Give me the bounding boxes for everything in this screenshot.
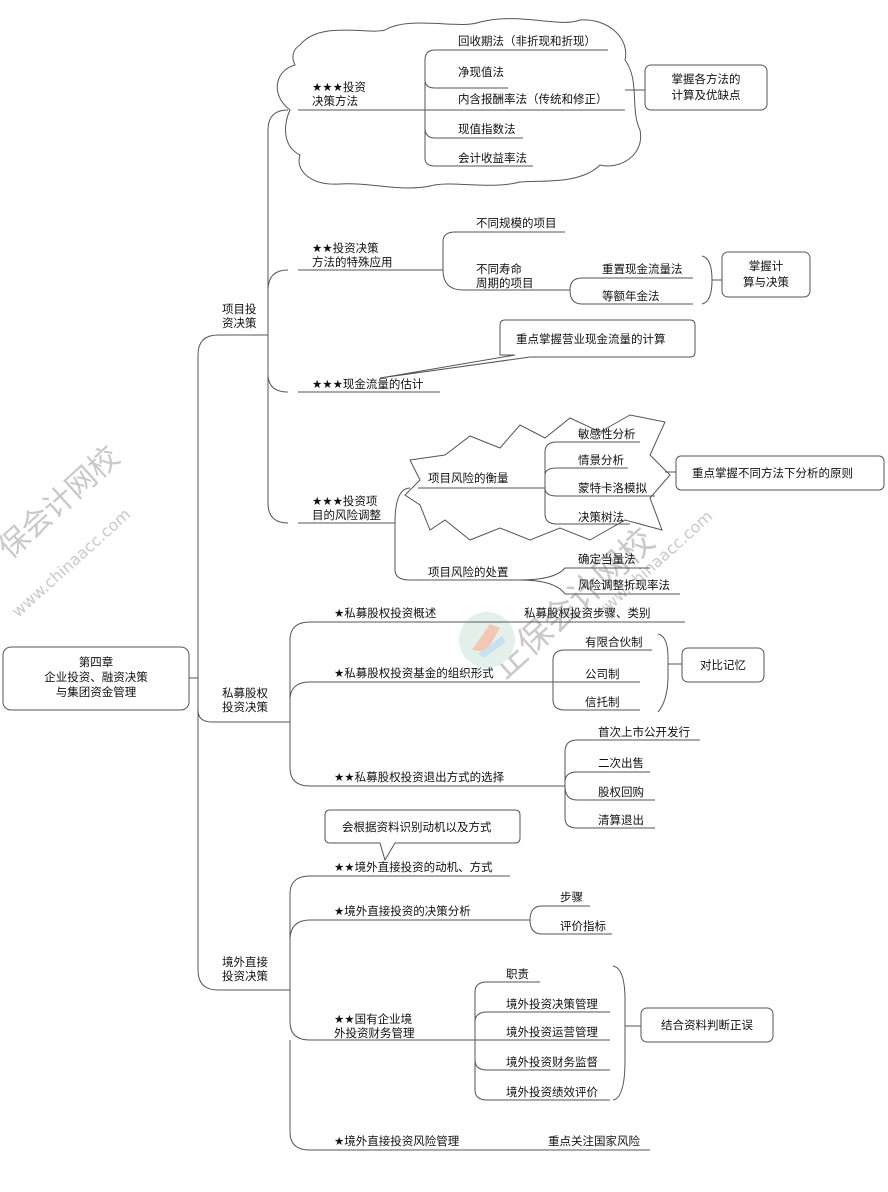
motive-callout — [324, 809, 521, 862]
special-label: ★★投资决策 — [312, 241, 379, 255]
decision-note-box — [644, 64, 768, 111]
method-pi: 现值指数法 — [458, 122, 516, 136]
method-payback: 回收期法（非折现和折现） — [458, 34, 596, 48]
branch2-connectors — [289, 621, 685, 787]
foreign-risk-mgmt: ★境外直接投资风险管理 — [334, 1134, 460, 1148]
cloud-shape — [276, 18, 642, 189]
foreign-motive: ★★境外直接投资的动机、方式 — [334, 860, 493, 874]
org-trust: 信托制 — [585, 695, 620, 709]
pe-overview-sub: 私募股权投资步骤、类别 — [524, 606, 651, 620]
measure-montecarlo: 蒙特卡洛模拟 — [578, 481, 647, 495]
handle-discount: 风险调整折现率法 — [578, 578, 670, 592]
watermark-left-text: 保会计网校 — [0, 440, 127, 566]
cashflow-note: 重点掌握营业现金流量的计算 — [516, 332, 666, 346]
jagged-shape — [404, 414, 671, 541]
measure-sensitivity: 敏感性分析 — [578, 427, 636, 441]
measure-note-box — [675, 455, 885, 491]
measure-decision-tree: 决策树法 — [578, 510, 624, 524]
soe-note: 结合资料判断正误 — [661, 1018, 753, 1032]
soe-note-box — [640, 1007, 774, 1043]
org-lp: 有限合伙制 — [585, 635, 643, 649]
foreign-analysis: ★境外直接投资的决策分析 — [334, 904, 471, 918]
exit-secondary: 二次出售 — [598, 756, 644, 770]
decision-methods-label-2: 决策方法 — [312, 94, 358, 108]
soe-brace-icon — [612, 965, 626, 1101]
special-connectors — [298, 231, 693, 305]
pe-org: ★私募股权投资基金的组织形式 — [334, 666, 494, 680]
decision-note-1: 掌握各方法的 — [672, 72, 741, 86]
special-note-box — [721, 251, 811, 298]
watermark-center-text: 正保会计网校 — [484, 520, 662, 686]
risk-up-connector — [394, 487, 411, 524]
exit-buyback: 股权回购 — [598, 785, 644, 799]
method-irr: 内含报酬率法（传统和修正） — [458, 92, 608, 106]
soe-decision-mgmt: 境外投资决策管理 — [506, 997, 598, 1011]
branch3-connectors — [289, 875, 650, 1151]
handle-certainty: 确定当量法 — [578, 552, 636, 566]
risk-measure-label: 项目风险的衡量 — [428, 471, 509, 485]
root-title: 第四章 — [79, 655, 114, 669]
cashflow-callout — [379, 319, 696, 379]
risk-down-connector — [394, 523, 520, 581]
org-connectors — [552, 649, 652, 711]
soe-label-2: 外投资财务管理 — [334, 1026, 415, 1040]
soe-operation-mgmt: 境外投资运营管理 — [506, 1025, 598, 1039]
method-npv: 净现值法 — [458, 65, 504, 79]
soe-performance: 境外投资绩效评价 — [506, 1085, 598, 1099]
soe-connectors — [474, 981, 610, 1101]
branch1-label: 项目投 — [222, 302, 257, 316]
pe-overview: ★私募股权投资概述 — [334, 606, 437, 620]
branch3-label-2: 投资决策 — [222, 969, 268, 983]
analysis-indicators: 评价指标 — [560, 919, 606, 933]
branch2-label: 私募股权 — [222, 686, 268, 700]
special-note-2: 算与决策 — [743, 275, 789, 289]
pe-exit: ★★私募股权投资退出方式的选择 — [334, 770, 505, 784]
watermark-logo-icon — [459, 612, 515, 668]
branch2-label-2: 投资决策 — [222, 700, 268, 714]
risk-label-2: 目的风险调整 — [312, 508, 381, 522]
analysis-connectors — [529, 905, 612, 935]
soe-label: ★★国有企业境 — [334, 1012, 412, 1026]
branch1-label-2: 资决策 — [222, 316, 257, 330]
cashflow-label: ★★★现金流量的估计 — [312, 377, 424, 391]
org-brace-icon — [657, 633, 669, 713]
decision-note-2: 计算及优缺点 — [672, 88, 741, 102]
special-scale: 不同规模的项目 — [476, 216, 557, 230]
method-replacement: 重置现金流量法 — [602, 262, 683, 276]
risk-handle-label: 项目风险的处置 — [428, 565, 509, 579]
risk-label: ★★★投资项 — [312, 494, 378, 508]
root-subtitle-1: 企业投资、融资决策 — [44, 670, 148, 684]
exit-liquidation: 清算退出 — [598, 813, 644, 827]
branch1-connectors — [267, 109, 289, 524]
brace-icon — [701, 255, 713, 305]
special-life-2: 周期的项目 — [476, 276, 534, 290]
decision-connectors — [298, 49, 625, 167]
motive-note: 会根据资料识别动机以及方式 — [342, 820, 492, 834]
measure-scenario: 情景分析 — [578, 453, 624, 467]
org-note: 对比记忆 — [700, 658, 746, 672]
method-arr: 会计收益率法 — [458, 151, 527, 165]
branch3-label: 境外直接 — [222, 955, 268, 969]
org-company: 公司制 — [585, 667, 620, 681]
main-connectors — [189, 334, 290, 991]
analysis-steps: 步骤 — [560, 890, 583, 904]
measure-connectors — [418, 441, 655, 525]
soe-supervision: 境外投资财务监督 — [506, 1055, 598, 1069]
org-note-box — [681, 647, 765, 683]
exit-connectors — [564, 739, 700, 829]
method-annuity: 等额年金法 — [602, 289, 660, 303]
handle-connectors — [519, 567, 680, 595]
special-life-1: 不同寿命 — [476, 262, 522, 276]
decision-methods-label: ★★★投资 — [312, 80, 366, 94]
soe-responsibility: 职责 — [506, 967, 529, 981]
exit-ipo: 首次上市公开发行 — [598, 725, 690, 739]
root-subtitle-2: 与集团资金管理 — [56, 685, 137, 699]
foreign-risk-mgmt-sub: 重点关注国家风险 — [548, 1134, 640, 1148]
special-note-1: 掌握计 — [749, 259, 784, 273]
measure-note: 重点掌握不同方法下分析的原则 — [692, 466, 853, 480]
special-label-2: 方法的特殊应用 — [312, 255, 393, 269]
